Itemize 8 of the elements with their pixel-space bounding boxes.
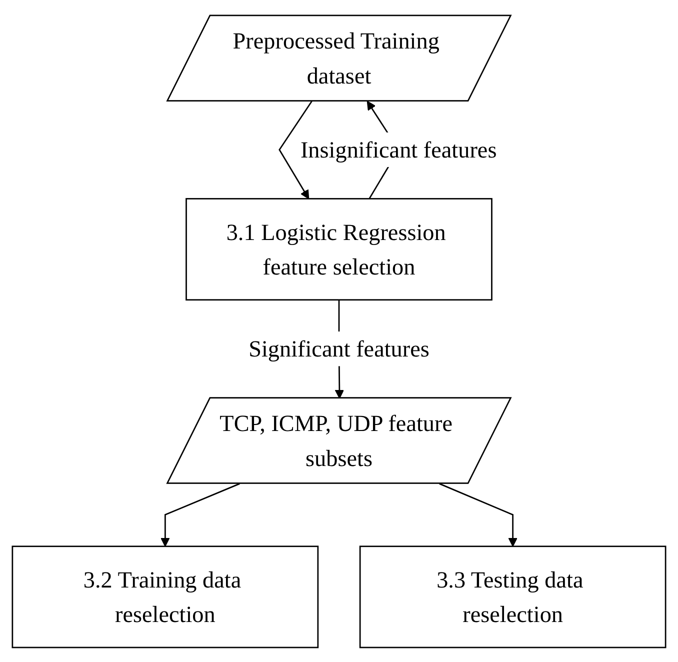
edge-label: Insignificant features	[300, 136, 497, 162]
node-box: 3.3 Testing data reselection	[359, 545, 666, 648]
node-box: 3.1 Logistic Regression feature selection	[186, 198, 492, 300]
arrow	[278, 100, 312, 199]
node-box: 3.2 Training data reselection	[12, 545, 319, 648]
edge-label: Significant features	[248, 335, 430, 362]
arrow	[439, 482, 518, 546]
arrow	[160, 482, 240, 546]
